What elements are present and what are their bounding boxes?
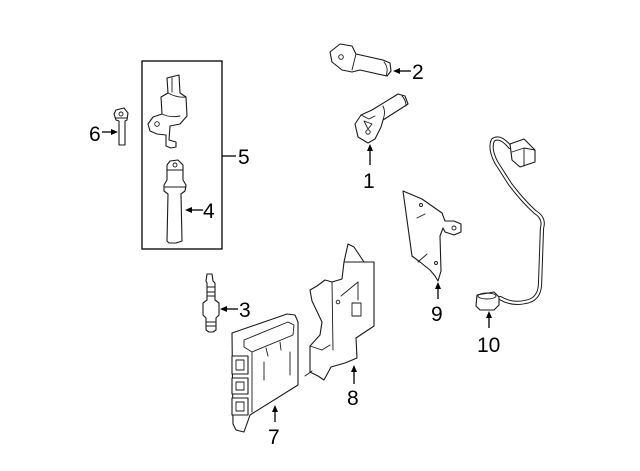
callout-3: 3 — [220, 299, 251, 322]
callout-8: 8 — [347, 365, 359, 410]
callout-label-4: 4 — [203, 200, 215, 223]
coil-bolt[interactable] — [113, 107, 129, 146]
ecm-bracket[interactable] — [304, 243, 375, 381]
crankshaft-position-sensor[interactable] — [329, 43, 392, 77]
spark-plug[interactable] — [202, 273, 220, 333]
ignition-coil-boot[interactable] — [163, 159, 187, 244]
callout-label-8: 8 — [347, 387, 359, 410]
callout-7: 7 — [268, 405, 280, 449]
mounting-bracket[interactable] — [402, 190, 462, 282]
engine-control-module[interactable] — [231, 313, 299, 433]
coil-assembly-frame — [141, 60, 223, 250]
knock-sensor[interactable] — [475, 136, 545, 311]
callout-9: 9 — [431, 282, 443, 326]
callout-label-10: 10 — [477, 334, 500, 357]
callout-label-1: 1 — [363, 170, 375, 193]
callout-label-6: 6 — [89, 123, 101, 146]
callout-1: 1 — [363, 144, 375, 193]
ignition-coil[interactable] — [147, 74, 188, 149]
callout-label-7: 7 — [268, 426, 280, 449]
callout-label-9: 9 — [431, 303, 443, 326]
callout-label-5: 5 — [238, 146, 250, 169]
callout-10: 10 — [477, 311, 500, 357]
camshaft-position-sensor[interactable] — [354, 93, 409, 144]
callout-4: 4 — [185, 200, 215, 223]
callout-5: 5 — [222, 146, 250, 169]
callout-label-3: 3 — [239, 299, 251, 322]
callout-6: 6 — [89, 123, 118, 146]
callout-2: 2 — [393, 61, 424, 84]
callout-label-2: 2 — [412, 61, 424, 84]
